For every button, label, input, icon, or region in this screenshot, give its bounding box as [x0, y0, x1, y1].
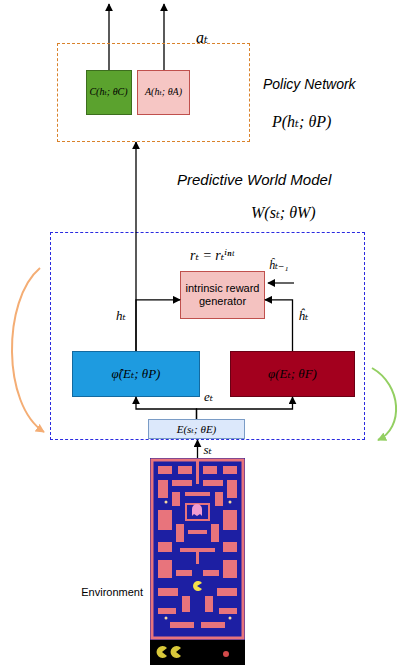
box-formula: A(hₜ; θA): [143, 86, 184, 98]
critic-box: C(hₜ; θC): [86, 70, 132, 115]
group-heading: Policy Network: [263, 76, 356, 92]
group-formula: W(sₜ; θW): [251, 204, 316, 222]
forward-model-box: φ(Eₜ; θF): [230, 351, 355, 397]
maze-wall: [185, 492, 210, 496]
box-formula: φ̂(Eₜ; θP): [110, 367, 163, 382]
action-arrow: [163, 4, 164, 70]
environment-frame: Environment: [150, 458, 245, 665]
connector-arrow: [135, 142, 136, 351]
maze-wall: [172, 480, 192, 486]
output-arrow: [108, 4, 109, 70]
maze-wall: [223, 466, 237, 474]
edge-label: sₜ: [204, 442, 212, 458]
edge-label: ĥₜ: [299, 308, 309, 324]
policy-encoder-box: φ̂(Eₜ; θP): [72, 351, 200, 397]
maze-wall: [182, 596, 190, 612]
policy-network-group: Policy NetworkP(hₜ; θP)C(hₜ; θC)A(hₜ; θA…: [57, 43, 250, 142]
connector-arrow: [265, 300, 293, 351]
maze-wall: [172, 492, 180, 506]
maze-wall: [158, 466, 172, 474]
maze-wall: [227, 480, 237, 498]
life-icon: [171, 646, 181, 658]
signal-label: eₜ: [204, 389, 213, 405]
encoder-box: E(sₜ; θE): [148, 419, 245, 439]
status-bar: [150, 640, 245, 665]
box-formula: E(sₜ; θE): [175, 423, 219, 436]
group-formula: P(hₜ; θP): [272, 113, 331, 131]
maze-border: [152, 460, 243, 638]
pellet: [229, 501, 232, 504]
ghost: [192, 504, 202, 516]
box-label: intrinsic reward generator: [181, 282, 264, 307]
maze-wall: [188, 530, 207, 534]
maze-wall: [158, 588, 178, 596]
box-formula: C(hₜ; θC): [87, 86, 129, 98]
life-icon: [157, 646, 167, 658]
connector-group: [136, 142, 293, 458]
maze-wall: [158, 542, 172, 552]
maze-wall: [180, 548, 215, 552]
bonus-fruit: [223, 651, 229, 657]
maze-wall: [196, 460, 199, 484]
maze-wall: [211, 524, 219, 542]
maze-wall: [158, 480, 168, 498]
maze-wall: [223, 560, 237, 578]
maze-wall: [215, 492, 223, 506]
maze-wall: [205, 596, 213, 612]
reward-generator-box: intrinsic reward generator: [180, 271, 265, 319]
maze-wall: [176, 570, 192, 576]
maze-wall: [203, 480, 223, 486]
pellet: [229, 617, 232, 620]
connector-arrow: [136, 397, 197, 419]
maze-background: [150, 458, 245, 665]
maze-wall: [158, 510, 172, 530]
connector-arrow: [136, 300, 180, 351]
maze-wall: [158, 608, 176, 614]
connector-arrow: [197, 440, 198, 458]
maze-wall: [223, 542, 237, 552]
box-formula: φ(Eₜ; θF): [266, 367, 319, 382]
maze-wall: [176, 524, 184, 542]
maze-wall: [223, 510, 237, 530]
maze-wall: [217, 588, 237, 596]
action-label: aₜ: [196, 28, 208, 47]
maze-wall: [203, 466, 217, 474]
edge-label: hₜ: [116, 308, 126, 324]
signal-label: ĥₜ₋₁: [269, 258, 288, 273]
pellet: [165, 501, 168, 504]
game-screen: [150, 458, 245, 665]
environment-label: Environment: [58, 586, 143, 599]
maze-wall: [178, 466, 192, 474]
maze-wall: [158, 560, 172, 578]
pellet: [165, 617, 168, 620]
world-model-group: Predictive World ModelW(sₜ; θW)intrinsic…: [50, 232, 365, 440]
feedback-curve: [372, 368, 396, 440]
group-heading: Predictive World Model: [177, 171, 331, 188]
maze-wall: [219, 608, 237, 614]
maze-wall: [170, 622, 194, 628]
maze-wall: [201, 622, 225, 628]
maze-wall: [203, 570, 219, 576]
maze-wall: [196, 552, 199, 564]
reward-label: rₜ = rₜⁱⁿᵗ: [190, 247, 234, 264]
feedback-curve: [12, 268, 44, 432]
actor-box: A(hₜ; θA): [137, 70, 190, 115]
pacman-player: [193, 581, 202, 591]
ghost-pen: [186, 504, 209, 520]
input-arrow: [268, 282, 294, 283]
